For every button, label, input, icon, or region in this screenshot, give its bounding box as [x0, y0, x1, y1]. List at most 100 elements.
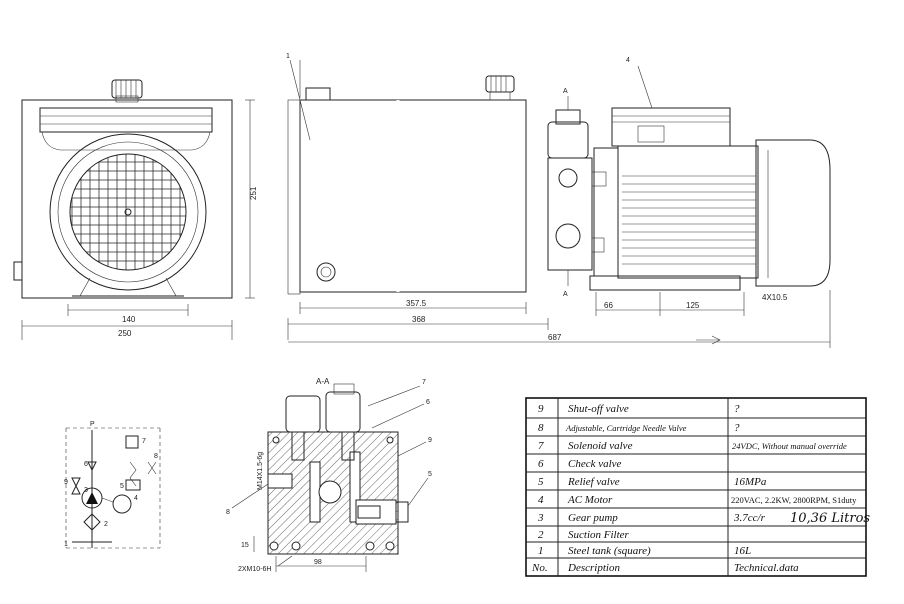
svg-text:Solenoid valve: Solenoid valve — [568, 440, 633, 452]
section-callout-6: 6 — [426, 399, 430, 406]
callout-motor: 4 — [626, 57, 630, 64]
schematic-label-4: 4 — [134, 495, 138, 502]
handwritten-note: 10,36 Litros — [790, 511, 870, 526]
schematic-label-5: 5 — [120, 483, 124, 490]
svg-text:No.: No. — [531, 562, 548, 574]
section-thread-vertical: M14X1.5-6g — [257, 452, 264, 490]
schematic-solenoid — [125, 435, 139, 449]
section-dim-bottom: 98 — [314, 559, 322, 566]
schematic-label-1: 1 — [64, 541, 68, 548]
section-thread-bottom: 2XM10-6H — [238, 566, 271, 573]
dim-front-width: 250 — [118, 329, 132, 338]
dim-motor-125: 125 — [686, 301, 700, 310]
section-a-top: A — [563, 88, 568, 95]
svg-text:Check valve: Check valve — [568, 458, 622, 470]
table-row: 9 Shut-off valve ? — [538, 403, 740, 415]
motor-fan-end — [755, 139, 831, 287]
section-callout-9: 9 — [428, 437, 432, 444]
schematic-shutoff — [71, 477, 81, 495]
svg-text:Adjustable, Cartridge Needle V: Adjustable, Cartridge Needle Valve — [565, 423, 687, 433]
schematic-label-7: 7 — [142, 438, 146, 445]
table-row: 6 Check valve — [538, 458, 622, 470]
valve-block — [547, 157, 593, 271]
section-dim-left: 15 — [241, 542, 249, 549]
motor-fan-cover — [49, 133, 207, 291]
section-callout-5: 5 — [428, 471, 432, 478]
schematic-check-valve — [87, 461, 97, 472]
svg-text:Technical.data: Technical.data — [734, 562, 799, 574]
table-row: 2 Suction Filter — [538, 529, 630, 541]
svg-text:7: 7 — [538, 440, 544, 452]
svg-text:9: 9 — [538, 403, 544, 415]
table-row: 3 Gear pump 3.7cc/r — [537, 512, 766, 524]
schematic-needle-valve — [147, 461, 157, 475]
dim-motor-66: 66 — [604, 301, 613, 310]
svg-text:16L: 16L — [734, 545, 751, 557]
schematic-relief — [129, 461, 137, 487]
svg-text:2: 2 — [538, 529, 544, 541]
table-row: 7 Solenoid valve 24VDC, Without manual o… — [538, 440, 847, 452]
front-view: 251 140 250 — [13, 79, 258, 340]
side-filler-cap — [485, 75, 515, 93]
section-a-bottom: A — [563, 291, 568, 298]
svg-text:16MPa: 16MPa — [734, 476, 767, 488]
svg-text:8: 8 — [538, 422, 544, 434]
dim-front-height: 251 — [249, 186, 258, 200]
schematic-motor — [112, 494, 132, 514]
filler-cap — [111, 79, 143, 99]
hydraulic-schematic: P 7 6 9 3 5 4 1 2 8 — [64, 421, 161, 549]
svg-text:24VDC, Without manual override: 24VDC, Without manual override — [732, 441, 847, 451]
svg-text:4: 4 — [538, 494, 544, 506]
motor-body — [617, 145, 759, 279]
table-row: 1 Steel tank (square) 16L — [538, 545, 751, 557]
svg-text:220VAC, 2.2KW, 2800RPM, S1duty: 220VAC, 2.2KW, 2800RPM, S1duty — [731, 495, 857, 505]
side-view: 1 A A — [286, 53, 831, 348]
parts-table-frame — [525, 397, 867, 577]
drain-plug — [316, 262, 336, 282]
svg-text:6: 6 — [538, 458, 544, 470]
section-port — [267, 473, 293, 489]
dim-motor-holes: 4X10.5 — [762, 293, 788, 302]
svg-text:Steel tank (square): Steel tank (square) — [568, 545, 651, 557]
section-solenoid-left — [285, 395, 321, 433]
svg-text:Gear pump: Gear pump — [568, 512, 618, 524]
schematic-p: P — [90, 421, 95, 428]
section-callout-7: 7 — [422, 379, 426, 386]
schematic-label-3: 3 — [84, 487, 88, 494]
table-row: 8 Adjustable, Cartridge Needle Valve ? — [538, 422, 740, 434]
front-lid — [39, 107, 213, 133]
section-view: A-A 7 6 9 5 8 M14X1.5-6g 98 2XM10-6H — [226, 377, 432, 573]
section-callout-8: 8 — [226, 509, 230, 516]
section-solenoid-right — [325, 391, 361, 433]
svg-text:AC Motor: AC Motor — [567, 494, 613, 506]
svg-text:3: 3 — [537, 512, 544, 524]
svg-text:Shut-off valve: Shut-off valve — [568, 403, 629, 415]
table-header: No. Description Technical.data — [531, 562, 799, 574]
fan-grille — [69, 153, 187, 271]
svg-text:3.7cc/r: 3.7cc/r — [733, 512, 766, 524]
callout-tank: 1 — [286, 53, 290, 60]
schematic-filter — [83, 513, 101, 531]
dim-overall-length: 687 — [548, 333, 562, 342]
section-title: A-A — [316, 377, 330, 386]
svg-text:5: 5 — [538, 476, 544, 488]
front-frame — [21, 99, 233, 299]
svg-text:Relief valve: Relief valve — [567, 476, 620, 488]
svg-text:?: ? — [734, 422, 740, 434]
solenoid-coil — [547, 121, 589, 159]
schematic-label-8: 8 — [154, 453, 158, 460]
motor-fins — [622, 175, 756, 265]
tank-body — [299, 99, 527, 293]
schematic-label-9: 9 — [64, 479, 68, 486]
svg-text:Suction Filter: Suction Filter — [568, 529, 630, 541]
svg-text:1: 1 — [538, 545, 544, 557]
dim-tank-mount: 368 — [412, 315, 426, 324]
schematic-label-2: 2 — [104, 521, 108, 528]
svg-text:Description: Description — [567, 562, 620, 574]
terminal-box — [611, 107, 731, 147]
dim-tank-length: 357.5 — [406, 299, 427, 308]
schematic-label-6: 6 — [84, 461, 88, 468]
parts-table: 9 Shut-off valve ? 8 Adjustable, Cartrid… — [525, 397, 870, 577]
dim-front-base: 140 — [122, 315, 136, 324]
